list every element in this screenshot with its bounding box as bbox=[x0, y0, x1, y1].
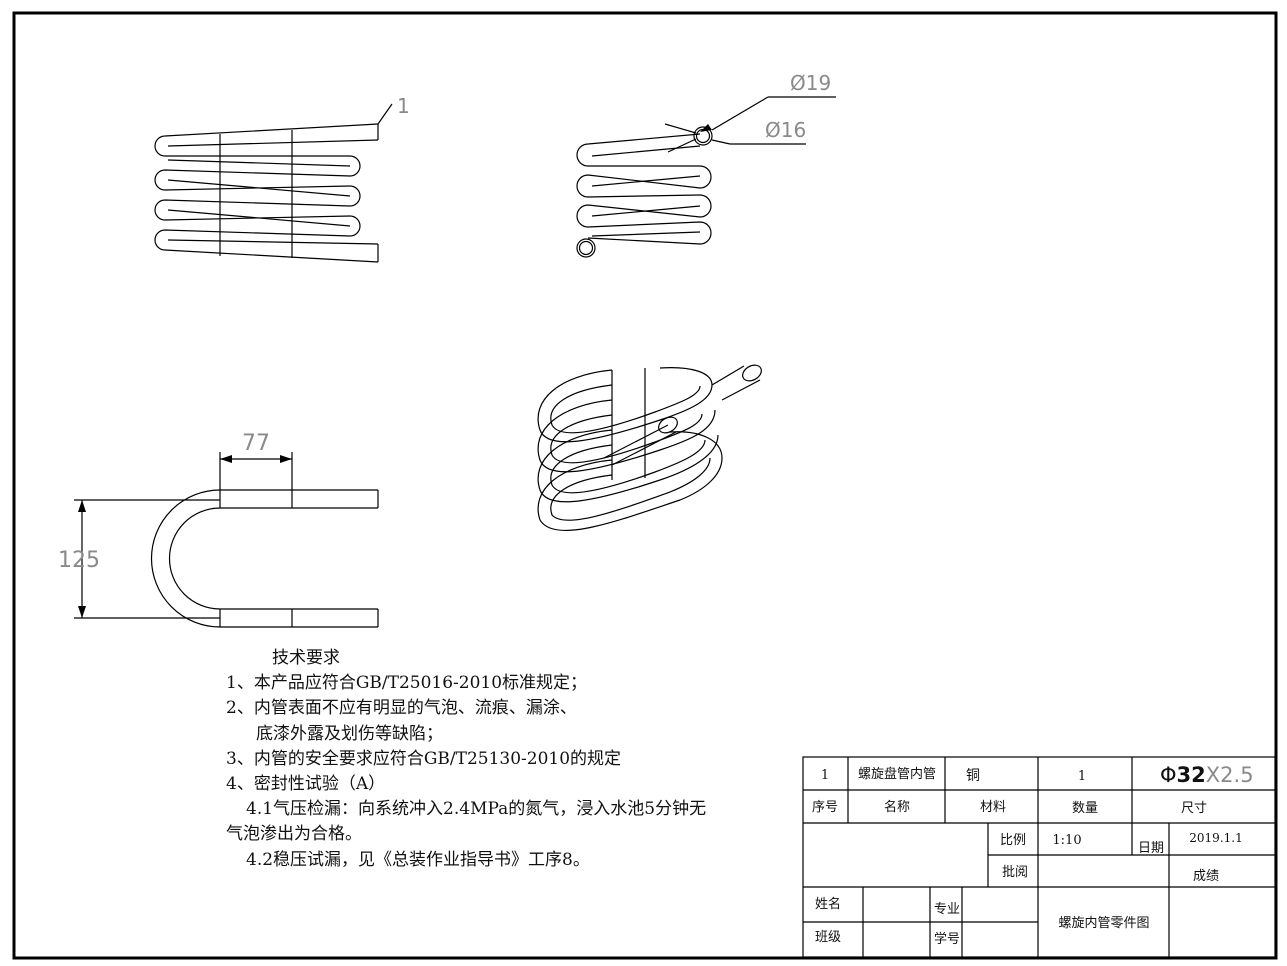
width-dimension-label: 77 bbox=[242, 431, 270, 456]
row2-qty: 数量 bbox=[1072, 801, 1098, 816]
arrow-77-right bbox=[280, 455, 292, 463]
part-number-label: 1 bbox=[397, 94, 410, 118]
dia19-label: Ø19 bbox=[790, 71, 831, 95]
side-view bbox=[576, 96, 836, 258]
scale-label: 比例 bbox=[1000, 833, 1026, 848]
arrow-125-bottom bbox=[78, 606, 86, 618]
row2-material: 材料 bbox=[980, 800, 1006, 815]
isometric-view bbox=[537, 364, 762, 532]
tech-req-item-4: 4、密封性试验（A） bbox=[226, 774, 386, 795]
grade-label: 成绩 bbox=[1193, 869, 1219, 884]
size-suffix: X2.5 bbox=[1206, 763, 1254, 787]
front-view bbox=[154, 103, 393, 263]
size-main: 32 bbox=[1177, 763, 1206, 787]
row1-no: 1 bbox=[821, 768, 829, 783]
row1-name: 螺旋盘管内管 bbox=[858, 766, 936, 782]
size-prefix: Φ bbox=[1160, 763, 1177, 787]
arrow-125-top bbox=[78, 500, 86, 512]
height-dimension-label: 125 bbox=[58, 548, 100, 573]
student-no-label: 学号 bbox=[934, 931, 960, 947]
sheet-border bbox=[12, 11, 1278, 960]
major-label: 专业 bbox=[934, 902, 960, 917]
review-label: 批阅 bbox=[1002, 865, 1028, 880]
row1-material: 铜 bbox=[966, 768, 980, 784]
row1-qty: 1 bbox=[1078, 769, 1086, 784]
date-value: 2019.1.1 bbox=[1189, 831, 1242, 845]
tech-req-item-4-1-cont: 气泡渗出为合格。 bbox=[226, 824, 362, 845]
arrow-77-left bbox=[220, 455, 232, 463]
tech-req-item-2-cont: 底漆外露及划伤等缺陷； bbox=[256, 723, 443, 744]
dia16-label: Ø16 bbox=[765, 118, 806, 142]
row2-name: 名称 bbox=[884, 799, 910, 815]
technical-requirements: 技术要求 1、本产品应符合GB/T25016-2010标准规定； 2、内管表面不… bbox=[226, 646, 786, 873]
tech-req-item-4-1: 4.1气压检漏：向系统冲入2.4MPa的氮气，浸入水池5分钟无 bbox=[246, 799, 707, 820]
title-block-text: 1 螺旋盘管内管 铜 1 Φ32X2.5 序号 名称 材料 数量 尺寸 比例 1… bbox=[812, 763, 1254, 947]
date-label: 日期 bbox=[1138, 841, 1164, 856]
class-label: 班级 bbox=[815, 930, 841, 945]
tech-req-item-3: 3、内管的安全要求应符合GB/T25130-2010的规定 bbox=[226, 748, 622, 769]
drawing-title: 螺旋内管零件图 bbox=[1058, 915, 1149, 931]
arrow-dia19 bbox=[700, 124, 712, 132]
row2-no: 序号 bbox=[812, 800, 838, 815]
tech-req-item-2: 2、内管表面不应有明显的气泡、流痕、漏涂、 bbox=[226, 698, 577, 719]
top-view bbox=[74, 452, 379, 628]
tech-req-item-1: 1、本产品应符合GB/T25016-2010标准规定； bbox=[226, 673, 588, 694]
tech-req-item-4-2: 4.2稳压试漏，见《总装作业指导书》工序8。 bbox=[246, 849, 590, 870]
title-block-grid bbox=[802, 756, 1276, 958]
scale-value: 1:10 bbox=[1052, 833, 1081, 848]
tech-req-title: 技术要求 bbox=[272, 648, 340, 668]
row1-size: Φ32X2.5 bbox=[1160, 763, 1254, 787]
row2-size: 尺寸 bbox=[1181, 801, 1207, 816]
name-label: 姓名 bbox=[815, 896, 841, 912]
